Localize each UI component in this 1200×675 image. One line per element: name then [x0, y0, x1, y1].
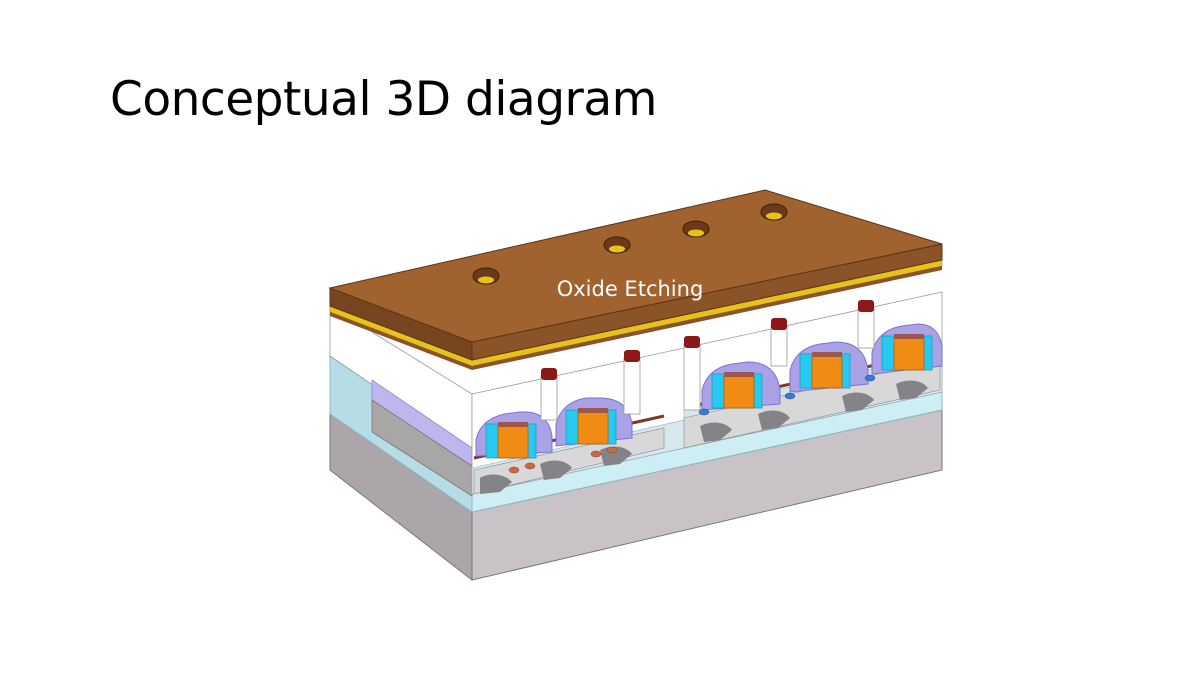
gate-stack-4 — [789, 341, 869, 393]
gate-stack-3 — [701, 361, 781, 411]
etched-hole-4 — [760, 203, 788, 221]
etched-holes — [472, 203, 788, 285]
junction-blobs — [508, 446, 618, 474]
etched-hole-1 — [472, 267, 500, 285]
side-gray-well — [371, 399, 473, 497]
gate-stack-5 — [871, 323, 943, 375]
junction-blobs-right — [698, 374, 876, 416]
oxide-top-face — [328, 189, 943, 343]
contact-plugs — [540, 300, 875, 421]
oxide-etching-label: Oxide Etching — [557, 277, 704, 301]
gate-stack-2 — [555, 397, 633, 447]
gate-stack-1 — [475, 411, 553, 459]
etched-hole-2 — [603, 236, 631, 254]
page-title: Conceptual 3D diagram — [110, 72, 657, 127]
silicide-pockets — [480, 380, 928, 494]
etched-hole-3 — [682, 220, 710, 238]
